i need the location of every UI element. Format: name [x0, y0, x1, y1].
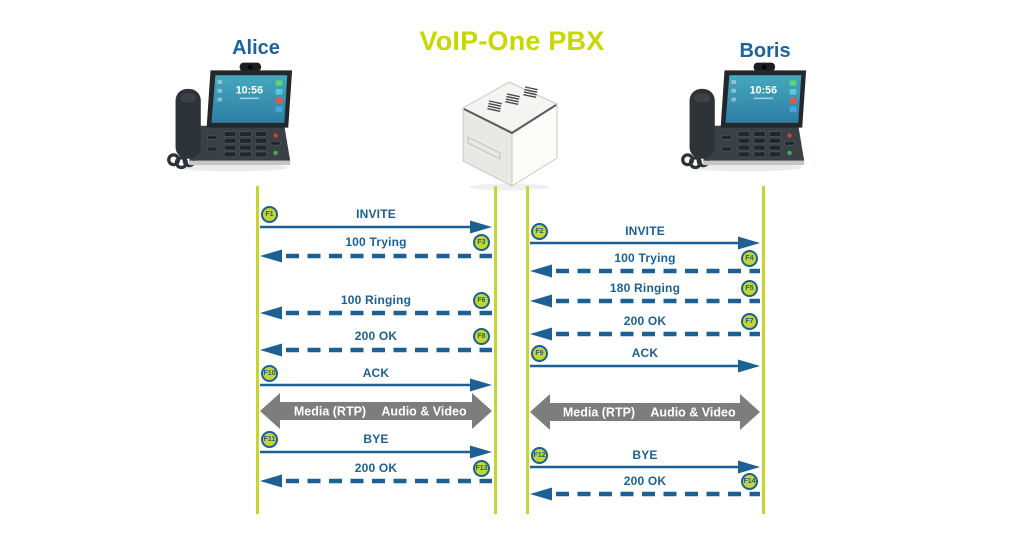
lifeline	[525, 186, 529, 514]
message-label-f10: ACK	[362, 366, 390, 380]
frame-badge-f10: F10	[261, 365, 278, 382]
media-band: Media (RTP) Audio & Video	[260, 393, 492, 429]
pbx-slot	[467, 136, 501, 160]
actor-label-boris: Boris	[739, 40, 791, 62]
media-band: Media (RTP) Audio & Video	[530, 394, 760, 430]
frame-badge-f3: F3	[473, 234, 490, 251]
frame-badge-f12: F12	[531, 447, 548, 464]
message-arrow-f10	[260, 378, 492, 392]
phone-clock: 10:56	[750, 85, 777, 97]
frame-badge-f7: F7	[741, 313, 758, 330]
message-label-f7: 200 OK	[623, 314, 667, 328]
message-arrow-f13	[260, 474, 492, 488]
message-label-f3: 100 Trying	[345, 235, 407, 249]
pbx-server	[461, 81, 559, 191]
frame-badge-f6: F6	[473, 292, 490, 309]
message-label-f14: 200 OK	[623, 474, 667, 488]
message-arrow-f2	[530, 236, 760, 250]
message-arrow-f8	[260, 343, 492, 357]
message-arrow-f9	[530, 359, 760, 373]
lifeline	[761, 186, 765, 514]
ip-phone-boris: 10:56	[681, 62, 807, 172]
message-arrow-f14	[530, 487, 760, 501]
frame-badge-f2: F2	[531, 223, 548, 240]
phone-shadow	[689, 163, 803, 172]
message-arrow-f4	[530, 264, 760, 278]
media-label-right: Audio & Video	[381, 405, 467, 419]
frame-badge-f14: F14	[741, 473, 758, 490]
ip-phone-alice: 10:56	[167, 62, 293, 172]
frame-badge-f13: F13	[473, 460, 490, 477]
phone-app-icons	[275, 80, 283, 86]
frame-badge-f9: F9	[531, 345, 548, 362]
message-label-f12: BYE	[632, 448, 658, 462]
message-label-f13: 200 OK	[354, 461, 398, 475]
phone-keypad	[721, 131, 795, 158]
message-arrow-f11	[260, 445, 492, 459]
phone-clock: 10:56	[236, 85, 263, 97]
message-label-f6: 100 Ringing	[340, 293, 412, 307]
phone-handset	[175, 88, 201, 159]
message-arrow-f12	[530, 460, 760, 474]
phone-handset	[689, 88, 715, 159]
message-arrow-f7	[530, 327, 760, 341]
message-arrow-f5	[530, 294, 760, 308]
message-arrow-f6	[260, 306, 492, 320]
message-label-f11: BYE	[363, 432, 389, 446]
phone-app-icons	[789, 80, 797, 86]
frame-badge-f1: F1	[261, 206, 278, 223]
frame-badge-f4: F4	[741, 250, 758, 267]
media-label-left: Media (RTP)	[294, 405, 366, 419]
message-label-f1: INVITE	[356, 207, 396, 221]
frame-badge-f5: F5	[741, 280, 758, 297]
message-arrow-f1	[260, 220, 492, 234]
actor-label-alice: Alice	[232, 37, 280, 59]
frame-badge-f8: F8	[473, 328, 490, 345]
page-title: VoIP-One PBX	[419, 26, 605, 56]
lifeline	[255, 186, 259, 514]
pbx-vents	[487, 86, 538, 113]
phone-shadow	[175, 163, 289, 172]
lifeline	[493, 186, 497, 514]
phone-keypad	[207, 131, 281, 158]
message-arrow-f3	[260, 249, 492, 263]
message-label-f8: 200 OK	[354, 329, 398, 343]
media-label-left: Media (RTP)	[563, 406, 635, 420]
frame-badge-f11: F11	[261, 431, 278, 448]
media-label-right: Audio & Video	[650, 406, 736, 420]
message-label-f5: 180 Ringing	[609, 281, 681, 295]
message-label-f4: 100 Trying	[614, 251, 676, 265]
message-label-f2: INVITE	[625, 224, 665, 238]
message-label-f9: ACK	[631, 346, 659, 360]
